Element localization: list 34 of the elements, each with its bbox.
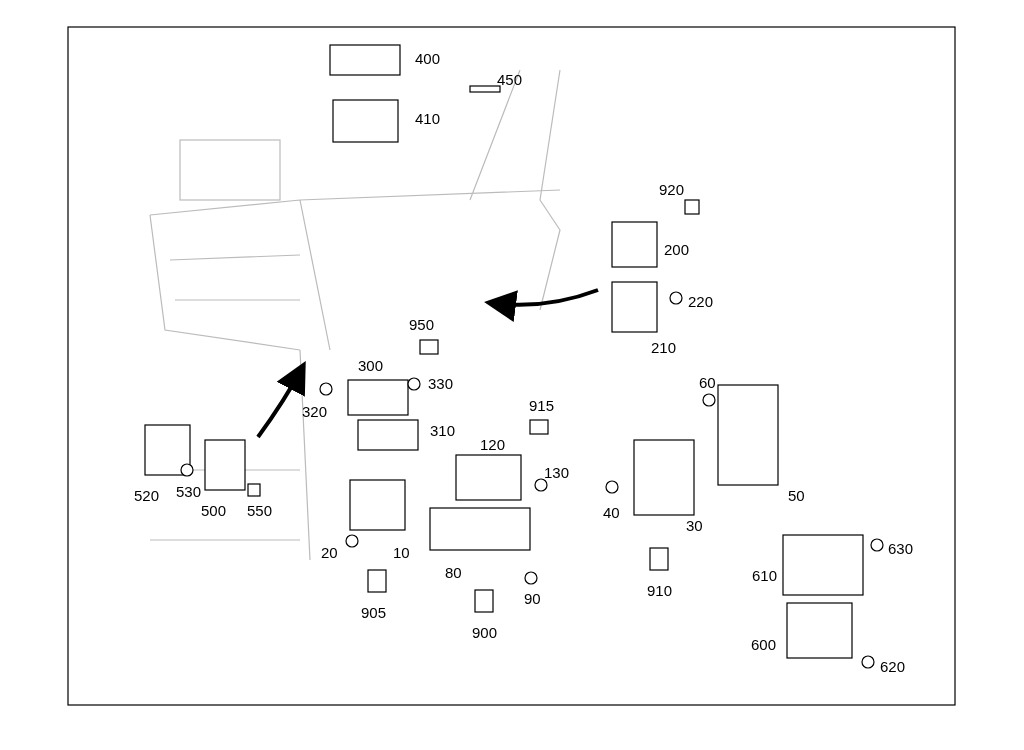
callout-number: 620 [880, 658, 906, 675]
callout-number: 90 [524, 590, 541, 607]
callout-number: 130 [544, 464, 570, 481]
callout-number: 550 [247, 502, 273, 519]
callout-number: 905 [361, 604, 387, 621]
callout-number: 915 [529, 397, 555, 414]
callout-number: 300 [358, 357, 384, 374]
callout-number: 10 [393, 544, 410, 561]
callout-number: 950 [409, 316, 435, 333]
callout-number: 210 [651, 339, 677, 356]
callout-number: 410 [415, 110, 441, 127]
callout-number: 630 [888, 540, 914, 557]
callout-number: 50 [788, 487, 805, 504]
callout-number: 530 [176, 483, 202, 500]
callout-number: 900 [472, 624, 498, 641]
callout-number: 310 [430, 422, 456, 439]
callout-number: 600 [751, 636, 777, 653]
callout-number: 80 [445, 564, 462, 581]
callout-number: 20 [321, 544, 338, 561]
callout-number: 30 [686, 517, 703, 534]
callout-number: 450 [497, 71, 523, 88]
callout-number: 920 [659, 181, 685, 198]
callout-number: 400 [415, 50, 441, 67]
callout-number: 200 [664, 241, 690, 258]
callout-number: 60 [699, 374, 716, 391]
callout-number: 40 [603, 504, 620, 521]
callout-number: 120 [480, 436, 506, 453]
callout-number: 220 [688, 293, 714, 310]
callout-number: 520 [134, 487, 160, 504]
callout-number: 330 [428, 375, 454, 392]
callout-number: 500 [201, 502, 227, 519]
callout-number: 320 [302, 403, 328, 420]
callout-number: 910 [647, 582, 673, 599]
callout-number: 610 [752, 567, 778, 584]
